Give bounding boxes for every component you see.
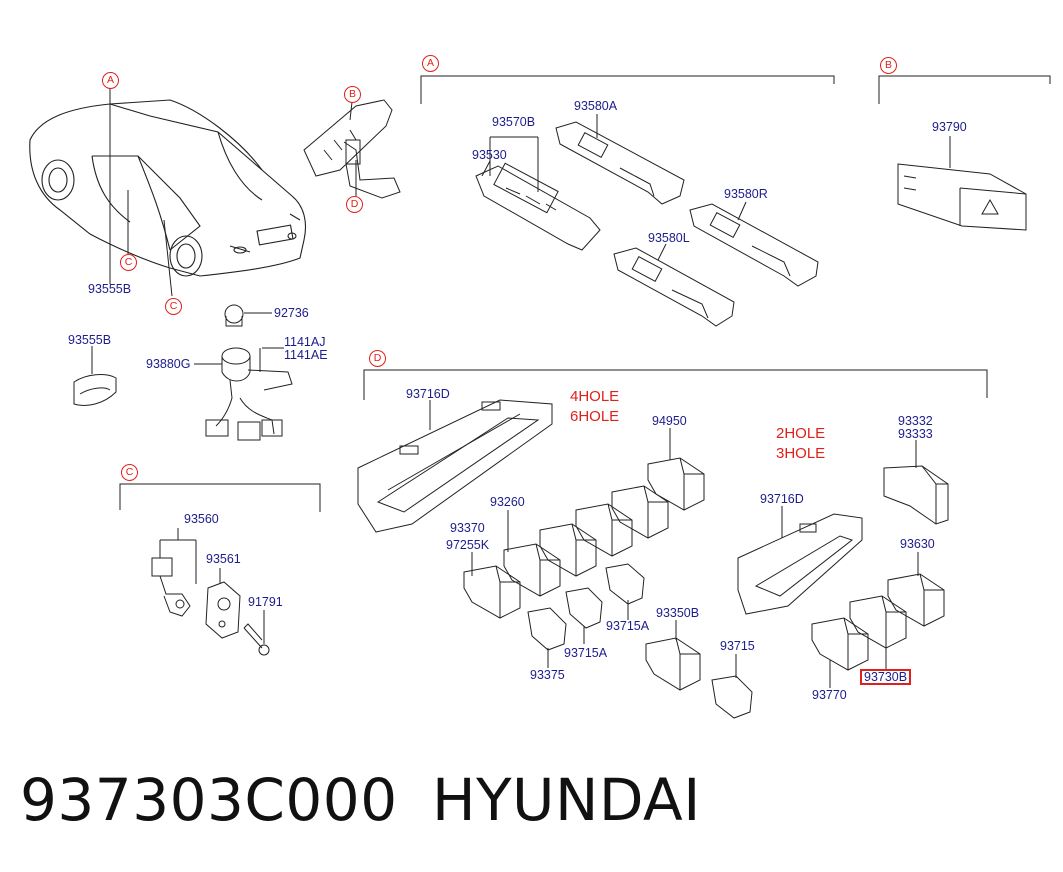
- lamp-93555B: [73, 346, 117, 406]
- button-row-3: [539, 523, 597, 577]
- bezel-93716D-small: [737, 513, 863, 615]
- label-93716D-small: 93716D: [760, 492, 804, 506]
- parts-diagram: A B C C D A B D C 93555B 92736 93555B 11…: [29, 55, 1051, 719]
- switch-93570B: [475, 162, 601, 251]
- switch-93580R: [689, 203, 819, 287]
- callout-a-car: A: [102, 72, 119, 89]
- button-93350B: [645, 637, 701, 691]
- gasket-93561: [205, 581, 241, 639]
- note-4hole: 4HOLE: [570, 388, 620, 405]
- switch-93560: [151, 557, 191, 617]
- button-94950: [647, 457, 705, 511]
- label-93770: 93770: [812, 688, 847, 702]
- bezel-93716D-large: [357, 399, 553, 533]
- switch-93790: [897, 163, 1027, 231]
- clip-93715A-b: [565, 587, 603, 629]
- part-number-text: 937303C000: [20, 766, 398, 834]
- label-1141AJ: 1141AJ: [284, 335, 326, 349]
- label-93716D-large: 93716D: [406, 387, 450, 401]
- note-2hole: 2HOLE: [776, 425, 826, 442]
- label-93555B-lamp: 93555B: [68, 333, 112, 347]
- switch-93580A: [555, 121, 685, 205]
- callout-b-group: B: [880, 57, 897, 74]
- label-93715A-a: 93715A: [606, 619, 650, 633]
- label-93333: 93333: [898, 427, 933, 441]
- switch-93332: [883, 465, 949, 525]
- note-3hole: 3HOLE: [776, 445, 826, 462]
- note-6hole: 6HOLE: [570, 408, 620, 425]
- callout-c-group: C: [121, 464, 138, 481]
- label-93630: 93630: [900, 537, 935, 551]
- label-93880G: 93880G: [146, 357, 191, 371]
- label-93580R: 93580R: [724, 187, 768, 201]
- label-91791: 91791: [248, 595, 283, 609]
- label-93580A: 93580A: [574, 99, 618, 113]
- button-93770: [811, 617, 869, 671]
- diagram-drawing: [29, 75, 1051, 719]
- button-row-1: [611, 485, 669, 539]
- bracket-a: [420, 75, 835, 104]
- button-93260: [503, 543, 561, 597]
- label-93561: 93561: [206, 552, 241, 566]
- label-93715: 93715: [720, 639, 755, 653]
- label-93730B-highlighted: 93730B: [860, 669, 912, 685]
- label-92736: 92736: [274, 306, 309, 320]
- label-93560: 93560: [184, 512, 219, 526]
- label-93375: 93375: [530, 668, 565, 682]
- callout-c-car-1: C: [120, 254, 137, 271]
- label-93530: 93530: [472, 148, 507, 162]
- label-93580L: 93580L: [648, 231, 690, 245]
- label-93332: 93332: [898, 414, 933, 428]
- button-93370: [463, 565, 521, 619]
- callout-d-dash: D: [346, 196, 363, 213]
- cap-92736: [224, 304, 272, 327]
- callout-d-group: D: [369, 350, 386, 367]
- switch-93580L: [613, 247, 735, 327]
- label-93555B-car: 93555B: [88, 282, 132, 296]
- button-93730B: [849, 595, 907, 649]
- callout-b-dash: B: [344, 86, 361, 103]
- button-row-2: [575, 503, 633, 557]
- label-1141AE: 1141AE: [284, 348, 328, 362]
- car-illustration: [29, 99, 307, 277]
- button-93630: [887, 573, 945, 627]
- clip-93375: [527, 607, 567, 651]
- label-93260: 93260: [490, 495, 525, 509]
- label-93715A-b: 93715A: [564, 646, 608, 660]
- label-97255K: 97255K: [446, 538, 490, 552]
- screw-91791: [243, 623, 270, 656]
- brand-text: HYUNDAI: [432, 766, 701, 834]
- footer: 937303C000 HYUNDAI: [0, 760, 1063, 870]
- sensor-93880G: [194, 347, 293, 441]
- bracket-b: [878, 75, 1051, 104]
- label-93350B: 93350B: [656, 606, 700, 620]
- clip-93715: [711, 675, 753, 719]
- label-93370: 93370: [450, 521, 485, 535]
- bracket-d: [363, 369, 988, 400]
- bracket-c: [119, 483, 321, 512]
- label-93570B: 93570B: [492, 115, 536, 129]
- label-94950: 94950: [652, 414, 687, 428]
- clip-93715A-a: [605, 563, 645, 605]
- callout-c-car-2: C: [165, 298, 182, 315]
- callout-a-group: A: [422, 55, 439, 72]
- label-93790: 93790: [932, 120, 967, 134]
- dashboard-illustration: [303, 99, 401, 199]
